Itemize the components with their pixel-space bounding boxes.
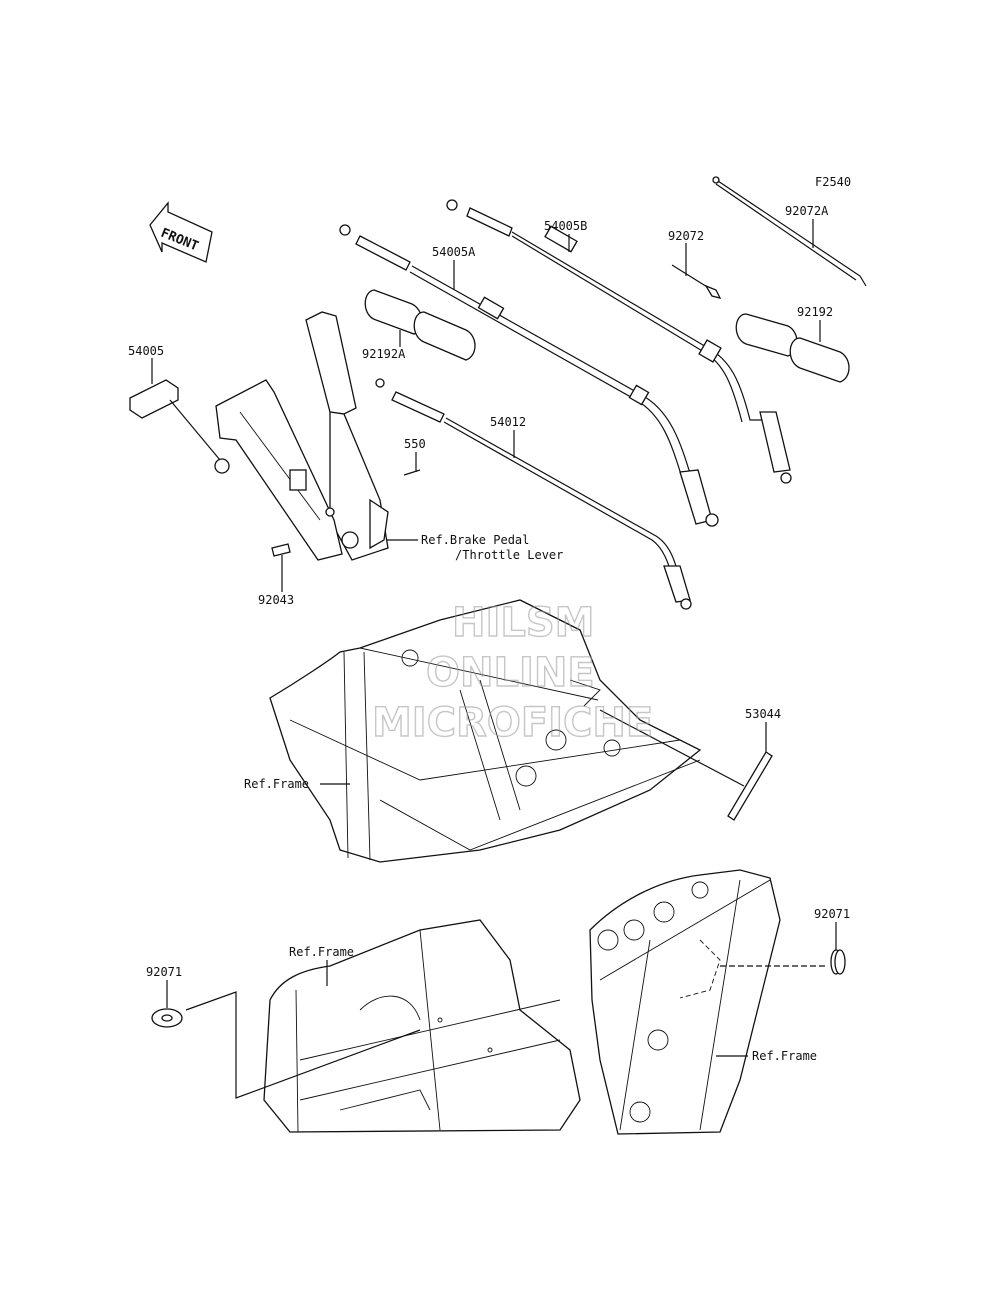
leader-53044-frame <box>599 709 745 787</box>
cable-54005a <box>339 224 719 527</box>
label-53044: 53044 <box>745 707 781 721</box>
cable-54012 <box>375 378 692 610</box>
grommet-92071-right <box>830 949 846 975</box>
ref-frame-bottom-left: Ref.Frame <box>289 945 354 959</box>
label-92072a: 92072A <box>785 204 829 218</box>
grommet-92071-left <box>151 1008 183 1028</box>
label-550: 550 <box>404 437 426 451</box>
label-92071-right: 92071 <box>814 907 850 921</box>
label-92043: 92043 <box>258 593 294 607</box>
label-92192: 92192 <box>797 305 833 319</box>
watermark-line-3: MICROFICHE <box>372 700 653 746</box>
ref-frame-bottom-right: Ref.Frame <box>752 1049 817 1063</box>
figure-code: F2540 <box>815 175 851 189</box>
watermark: HILSM ONLINE MICROFICHE <box>371 599 654 746</box>
ref-frame-mid: Ref.Frame <box>244 777 309 791</box>
label-54005a: 54005A <box>432 245 476 259</box>
switch-54005 <box>129 379 230 474</box>
tape-53044 <box>727 751 773 821</box>
pin-92043 <box>271 543 291 557</box>
grip-92192a <box>364 289 476 361</box>
label-54005: 54005 <box>128 344 164 358</box>
cable-tie-92072 <box>671 264 722 299</box>
frame-middle-section <box>269 599 702 863</box>
cable-tie-92072a <box>712 176 867 287</box>
frame-bottom-right-section <box>589 869 781 1135</box>
ref-brake-pedal-line1: Ref.Brake Pedal <box>421 533 529 547</box>
label-54005b: 54005B <box>544 219 587 233</box>
watermark-line-1: HILSM <box>452 600 594 646</box>
cable-54005b <box>446 199 792 484</box>
label-92071-left: 92071 <box>146 965 182 979</box>
label-92072: 92072 <box>668 229 704 243</box>
leader-92071-left-b <box>185 991 421 1099</box>
brake-lever-assembly <box>215 311 389 561</box>
grip-92192 <box>735 313 850 383</box>
frame-bottom-left-section <box>263 919 581 1133</box>
cotter-pin-550 <box>403 469 421 476</box>
label-92192a: 92192A <box>362 347 406 361</box>
ref-brake-pedal-line2: /Throttle Lever <box>455 548 563 562</box>
label-54012: 54012 <box>490 415 526 429</box>
watermark-line-2: ONLINE <box>426 650 595 696</box>
front-direction-arrow: FRONT <box>149 201 213 263</box>
